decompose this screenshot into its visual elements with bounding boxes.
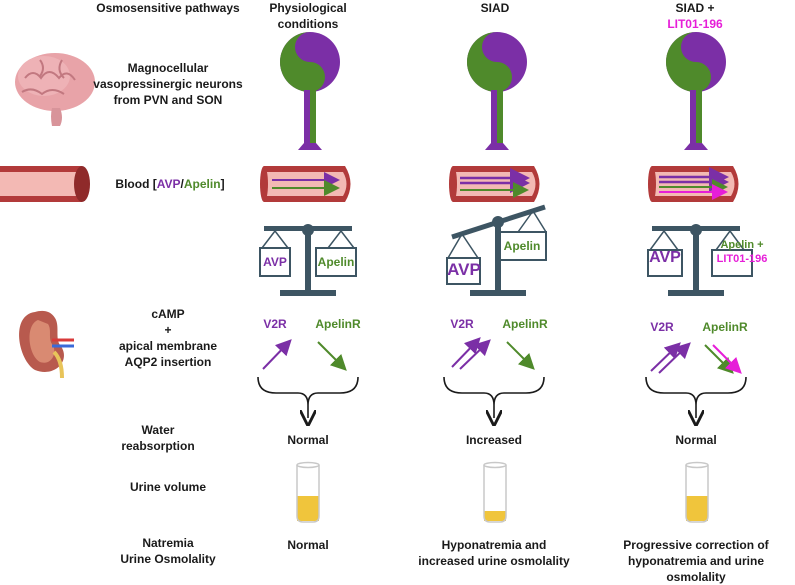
label-urine-osmo: Urine Osmolality	[120, 552, 216, 566]
scale-lit-apelin-block: Apelin + LIT01-196	[711, 238, 773, 266]
diagram-graphics	[0, 32, 753, 523]
siad-apelinr: ApelinR	[502, 317, 548, 331]
urine-tube-physio	[296, 461, 320, 523]
siad-v2r: V2R	[450, 317, 474, 331]
scale-physio-avp: AVP	[263, 255, 287, 269]
label-camp: cAMP + apical membrane AQP2 insertion	[93, 306, 243, 370]
label-neurons: Magnocellular vasopressinergic neurons f…	[93, 61, 243, 107]
scale-siad	[446, 204, 547, 296]
neuron-icon-lit	[666, 32, 726, 150]
label-water: Water reabsorption	[93, 422, 223, 454]
label-blood-avp: AVP	[156, 177, 181, 191]
vessel-icon-left	[0, 166, 90, 202]
urine-tube-siad	[483, 461, 507, 523]
label-water-text: Water reabsorption	[121, 423, 195, 453]
vessel-siad	[449, 166, 540, 202]
label-urine-volume: Urine volume	[129, 480, 207, 494]
vessel-lit	[648, 166, 739, 202]
header-siad-lit-prefix: SIAD +	[675, 1, 715, 15]
header-siad: SIAD	[480, 1, 510, 15]
physio-apelinr: ApelinR	[315, 317, 361, 331]
label-natremia: Natremia	[142, 536, 194, 550]
scale-lit-drug: LIT01-196	[716, 253, 768, 265]
header-siad-lit-drug: LIT01-196	[667, 17, 723, 31]
vessel-physio	[260, 166, 351, 202]
brain-icon	[15, 53, 95, 126]
siad-water-result: Increased	[465, 433, 523, 447]
label-blood-sep: /	[180, 177, 184, 191]
physio-v2r: V2R	[263, 317, 287, 331]
lit-natremia-result: Progressive correction of hyponatremia a…	[623, 538, 769, 584]
label-blood-apelin: Apelin	[183, 177, 221, 191]
scale-siad-apelin: Apelin	[503, 239, 541, 253]
physio-water-result: Normal	[287, 433, 329, 447]
label-natremia-block: Natremia Urine Osmolality	[93, 535, 243, 567]
header-siad-lit: SIAD + LIT01-196	[645, 0, 745, 32]
scale-lit	[647, 224, 753, 296]
header-physiological: Physiological conditions	[269, 1, 347, 31]
scale-physio-apelin: Apelin	[317, 255, 355, 269]
scale-physio	[259, 224, 357, 296]
label-blood: Blood [AVP/Apelin]	[100, 176, 240, 192]
receptor-arrows-siad	[451, 337, 535, 370]
siad-natremia-result: Hyponatremia and increased urine osmolal…	[418, 538, 570, 568]
label-blood-prefix: Blood [	[115, 177, 157, 191]
scale-siad-avp: AVP	[447, 260, 481, 279]
brace-physio	[257, 376, 359, 418]
brace-lit	[645, 376, 747, 418]
kidney-icon	[19, 310, 74, 379]
receptor-arrows-lit	[650, 342, 742, 374]
scale-lit-apelin: Apelin +	[720, 239, 764, 251]
lit-apelinr: ApelinR	[702, 320, 748, 334]
neuron-icon-siad	[467, 32, 527, 150]
brace-siad	[443, 376, 545, 418]
label-camp-text: cAMP	[151, 307, 185, 321]
label-plus: +	[164, 323, 172, 337]
physio-natremia-result: Normal	[287, 538, 329, 552]
receptor-arrows-physio	[262, 339, 347, 371]
scale-lit-avp: AVP	[649, 249, 681, 266]
label-blood-suffix: ]	[220, 177, 225, 191]
lit-v2r: V2R	[650, 320, 674, 334]
urine-tube-lit	[685, 461, 709, 523]
lit-water-result: Normal	[675, 433, 717, 447]
label-apical: apical membrane AQP2 insertion	[118, 339, 218, 369]
neuron-icon-physio	[280, 32, 340, 150]
header-osmosensitive: Osmosensitive pathways	[96, 1, 240, 15]
